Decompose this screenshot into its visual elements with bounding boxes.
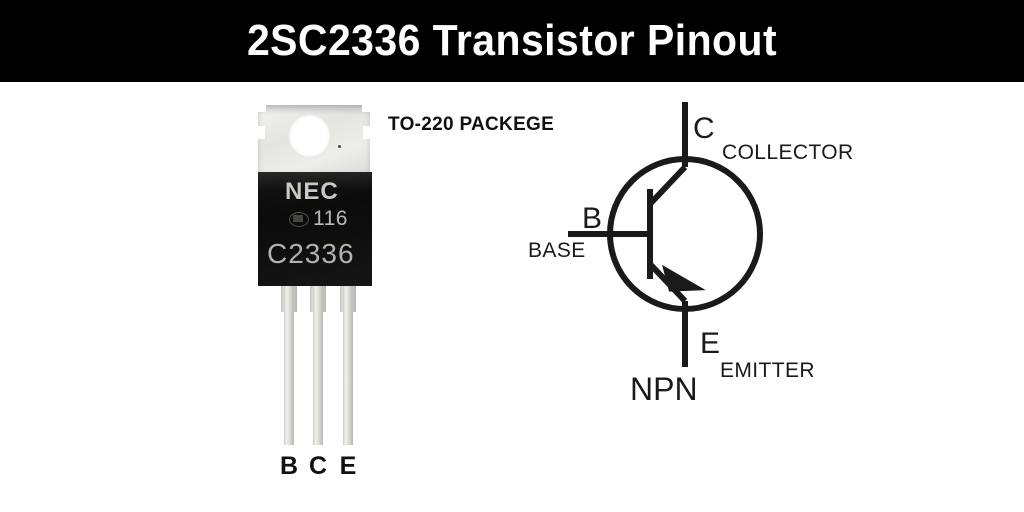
content-area: NEC 116 C2336 B C E TO-220 PACKEGE xyxy=(0,82,1024,512)
collector-slant xyxy=(647,164,688,207)
package-lead-base xyxy=(284,286,294,445)
base-label: BASE xyxy=(528,239,586,262)
title-banner: 2SC2336 Transistor Pinout xyxy=(0,0,1024,82)
package-part-number: C2336 xyxy=(267,238,355,269)
package-lead-emitter xyxy=(343,286,353,445)
tab-corner-cut-left xyxy=(258,105,266,112)
tab-notch-right xyxy=(363,126,370,139)
tab-notch-left xyxy=(258,126,265,139)
collector-short-label: C xyxy=(693,112,715,145)
transistor-type-label: NPN xyxy=(630,371,698,407)
to220-package-image: NEC 116 C2336 xyxy=(250,100,385,450)
page-title: 2SC2336 Transistor Pinout xyxy=(246,16,778,65)
tab-corner-cut-right xyxy=(362,105,370,112)
pin-label-collector: C xyxy=(308,452,328,480)
package-brand-text: NEC xyxy=(285,178,339,205)
pin-label-row: B C E xyxy=(250,454,385,488)
nec-logo-icon xyxy=(289,212,309,227)
package-epoxy-body: NEC 116 C2336 xyxy=(258,172,372,286)
emitter-label: EMITTER xyxy=(720,359,815,382)
package-date-code: 116 xyxy=(313,207,348,230)
emitter-short-label: E xyxy=(700,327,721,360)
mounting-hole xyxy=(288,114,331,158)
emitter-arrow-icon xyxy=(662,264,706,292)
package-lead-collector xyxy=(313,286,323,445)
base-short-label: B xyxy=(582,202,603,235)
npn-transistor-symbol: C COLLECTOR B BASE E EMITTER NPN xyxy=(520,92,920,422)
pin-label-base: B xyxy=(279,452,299,480)
tab-sheen xyxy=(258,105,370,115)
collector-label: COLLECTOR xyxy=(722,141,854,164)
pin-label-emitter: E xyxy=(339,452,357,480)
package-type-caption: TO-220 PACKEGE xyxy=(388,114,555,135)
tab-speck xyxy=(338,145,341,148)
transistor-symbol-svg xyxy=(568,102,763,367)
body-sheen xyxy=(258,172,372,190)
